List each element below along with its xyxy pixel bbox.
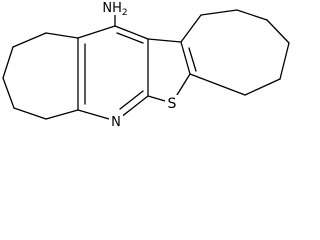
bond (12, 32, 47, 48)
bond (189, 73, 246, 96)
bond (13, 107, 47, 120)
bond (236, 9, 268, 21)
bond (2, 46, 14, 79)
bond (114, 25, 149, 40)
double-bond-inner (188, 47, 197, 72)
amine-label: NH2 (102, 1, 127, 18)
pyridine-ring (77, 25, 149, 122)
chemical-structure-figure: NH2 N S (2, 0, 290, 130)
thiophene-ring (147, 38, 197, 104)
bond (45, 32, 79, 39)
right-cycloheptane-ring (180, 9, 290, 96)
bond (147, 38, 182, 43)
bond (244, 78, 281, 96)
bond (2, 77, 15, 109)
bond (180, 14, 202, 43)
double-bond-inner (119, 90, 144, 110)
left-cycloheptane-ring (2, 32, 79, 120)
bond (266, 19, 290, 44)
double-bond-inner (116, 32, 144, 44)
molecule-diagram: NH2 N S (2, 0, 290, 130)
sulfur-label: S (168, 96, 177, 112)
nitrogen-label: N (111, 115, 121, 130)
bond (45, 109, 79, 120)
nitrogen-label-background (109, 113, 123, 128)
amine-label-background (100, 0, 130, 15)
bond (180, 41, 191, 75)
bond (77, 25, 116, 39)
sulfur-label-background (165, 95, 179, 111)
bond (200, 9, 238, 16)
bond (279, 42, 290, 80)
